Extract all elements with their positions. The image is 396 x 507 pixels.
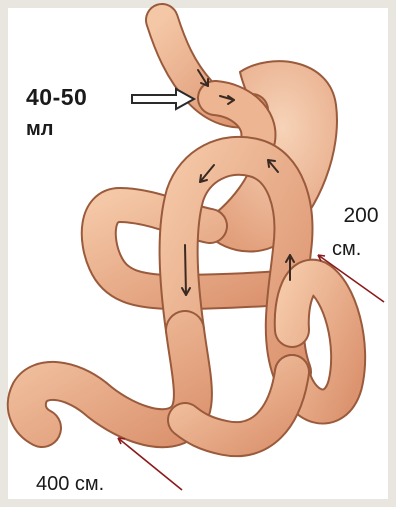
common-channel [27,330,292,439]
pouch-volume-unit: мл [26,118,54,141]
pouch-volume-value: 40-50 [26,84,87,111]
limb-length-upper-value: 200 [336,204,386,228]
limb-length-upper-unit: см. [332,238,361,261]
limb-length-lower: 400 см. [36,473,104,496]
flow-arrow-left-limb [185,245,186,295]
